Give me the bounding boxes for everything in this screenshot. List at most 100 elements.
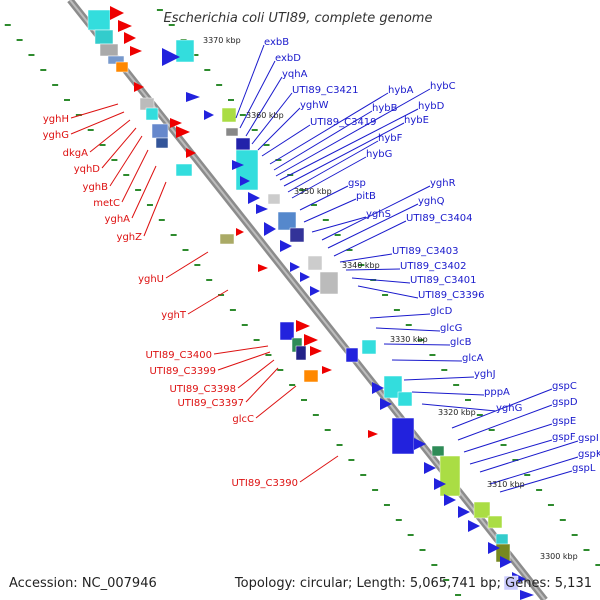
gene-label-right-16: yghR <box>430 178 456 189</box>
leader-left-11 <box>217 351 271 371</box>
leader-right-34 <box>479 440 579 473</box>
tick-marks <box>4 9 600 596</box>
leader-right-33 <box>469 439 553 465</box>
leader-right-16 <box>321 185 431 241</box>
gene-arrow-68 <box>468 520 480 532</box>
gene-label-right-11: hybF <box>378 133 403 144</box>
label-leader-lines <box>70 44 579 493</box>
gene-arrow-62 <box>424 462 436 474</box>
gene-label-right-5: UTI89_C3419 <box>310 117 377 128</box>
kbp-label-1: 3360 kbp <box>246 111 284 120</box>
gene-feature-53 <box>361 339 377 355</box>
gene-arrow-14 <box>170 118 182 128</box>
gene-feature-52 <box>345 347 359 363</box>
leader-right-11 <box>287 140 379 193</box>
gene-label-left-10: UTI89_C3400 <box>145 350 212 361</box>
gene-feature-23 <box>295 345 307 361</box>
gene-arrow-59 <box>414 438 426 450</box>
gene-feature-18 <box>219 233 235 245</box>
leader-right-23 <box>369 313 431 319</box>
gene-feature-43 <box>277 211 297 231</box>
gene-feature-42 <box>267 193 281 205</box>
leader-right-3 <box>251 92 293 145</box>
gene-arrow-28 <box>322 366 332 374</box>
gene-label-right-19: UTI89_C3403 <box>392 246 459 257</box>
gene-arrow-32 <box>186 92 200 102</box>
leader-left-0 <box>70 103 119 119</box>
gene-arrow-56 <box>372 382 384 394</box>
leader-left-9 <box>187 289 229 315</box>
gene-label-left-8: yghU <box>138 274 164 285</box>
kbp-label-0: 3370 kbp <box>203 36 241 45</box>
gene-label-right-30: gspC <box>552 381 577 392</box>
kbp-label-5: 3320 kbp <box>438 408 476 417</box>
map-title: Escherichia coli UTI89, complete genome <box>164 11 433 26</box>
gene-arrow-39 <box>240 176 250 186</box>
gene-feature-47 <box>307 255 323 271</box>
gene-arrow-26 <box>310 346 322 356</box>
gene-label-left-13: UTI89_C3397 <box>177 398 244 409</box>
gene-arrow-8 <box>130 46 142 56</box>
gene-label-left-5: metC <box>93 198 120 209</box>
gene-feature-11 <box>145 107 159 121</box>
gene-label-right-32: gspE <box>552 416 576 427</box>
gene-arrow-71 <box>488 542 500 554</box>
leader-left-13 <box>245 367 279 403</box>
gene-arrow-50 <box>300 272 310 282</box>
gene-arrow-7 <box>124 32 136 44</box>
leader-right-31 <box>457 404 553 441</box>
accession-text: Accession: NC_007946 <box>9 576 157 591</box>
kbp-label-3: 3340 kbp <box>342 261 380 270</box>
gene-label-right-26: glcA <box>462 353 484 364</box>
gene-feature-65 <box>473 501 491 519</box>
gene-feature-44 <box>289 227 305 243</box>
gene-feature-36 <box>235 137 251 151</box>
gene-arrow-24 <box>296 320 310 332</box>
gene-arrow-40 <box>248 192 260 204</box>
gene-arrow-19 <box>236 228 244 236</box>
gene-arrow-64 <box>444 494 456 506</box>
gene-feature-34 <box>221 107 237 123</box>
leader-right-5 <box>261 124 311 157</box>
leader-left-3 <box>101 127 137 169</box>
gene-label-right-18: UTI89_C3404 <box>406 213 473 224</box>
leader-left-6 <box>131 165 157 219</box>
leader-right-10 <box>283 122 405 187</box>
gene-label-right-33: gspF <box>552 432 576 443</box>
gene-label-right-15: yghS <box>366 209 391 220</box>
gene-label-right-0: exbB <box>264 37 289 48</box>
gene-feature-30 <box>175 39 195 63</box>
gene-feature-27 <box>303 369 319 383</box>
leader-right-27 <box>403 376 475 381</box>
gene-label-left-1: yghG <box>43 130 69 141</box>
gene-label-right-17: yghQ <box>418 196 445 207</box>
leader-right-20 <box>345 268 401 271</box>
gene-label-right-8: hybC <box>430 81 456 92</box>
gene-feature-2 <box>99 43 119 57</box>
gene-label-left-11: UTI89_C3399 <box>149 366 216 377</box>
gene-label-right-20: UTI89_C3402 <box>400 261 467 272</box>
gene-label-right-29: yghG <box>496 403 522 414</box>
leader-right-35 <box>489 456 579 485</box>
leader-right-30 <box>451 388 553 429</box>
leader-right-12 <box>291 156 367 199</box>
gene-label-left-6: yghA <box>105 214 131 225</box>
gene-label-left-3: yqhD <box>74 164 101 175</box>
gene-arrow-49 <box>290 262 300 272</box>
gene-label-left-2: dkgA <box>63 148 88 159</box>
kbp-label-7: 3300 kbp <box>540 552 578 561</box>
leader-left-14 <box>255 385 297 419</box>
gene-label-left-15: UTI89_C3390 <box>231 478 298 489</box>
leader-left-8 <box>165 251 209 279</box>
gene-label-right-23: glcD <box>430 306 453 317</box>
leader-right-13 <box>299 185 349 211</box>
leader-right-9 <box>279 108 419 181</box>
gene-feature-74 <box>503 575 519 591</box>
gene-label-left-12: UTI89_C3398 <box>169 384 236 395</box>
leader-left-7 <box>143 181 167 237</box>
gene-arrow-20 <box>258 264 268 272</box>
gene-arrow-15 <box>176 126 190 138</box>
gene-label-right-28: pppA <box>484 387 510 398</box>
gene-arrow-67 <box>458 506 470 518</box>
